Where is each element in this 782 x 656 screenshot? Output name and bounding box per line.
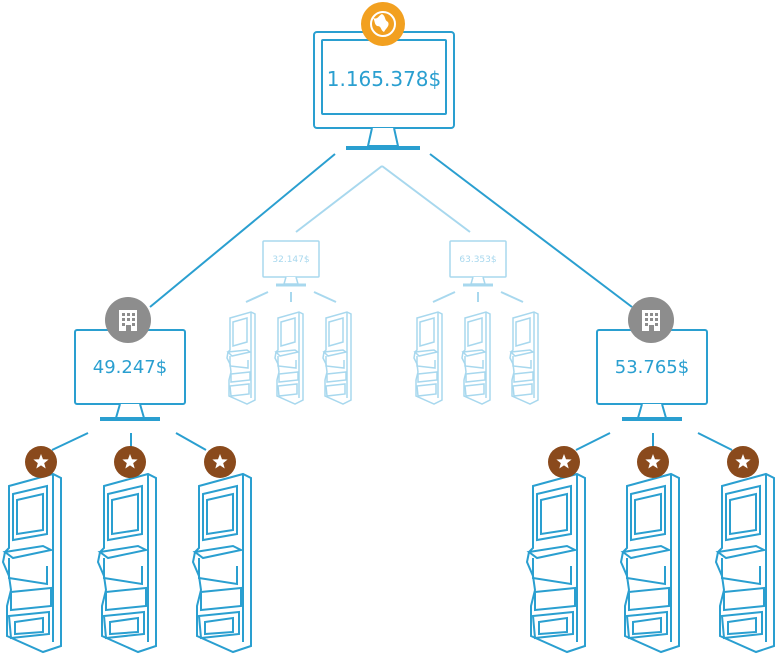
connector-left-slot-1: [51, 432, 89, 451]
star-badge: [727, 446, 759, 478]
star-badge: [114, 446, 146, 478]
faded-connector-lines: [245, 165, 524, 303]
faded-slot-machine: [274, 311, 304, 405]
star-icon: [735, 454, 751, 469]
faded-monitor-a: [262, 240, 320, 287]
connector-lines: [51, 153, 733, 451]
slot-machine: [97, 473, 157, 653]
globe-icon: [370, 11, 396, 37]
faded-connector-b-1: [432, 291, 456, 303]
star-badge: [25, 446, 57, 478]
faded-connector-a-1: [245, 291, 269, 303]
faded-slot-machine: [461, 311, 491, 405]
star-icon: [122, 454, 138, 469]
star-icon: [212, 454, 228, 469]
slot-machine: [715, 473, 775, 653]
faded-connector-root-b: [381, 165, 471, 233]
faded-connector-a-3: [313, 291, 337, 303]
root-monitor-value: 1.165.378$: [327, 67, 442, 91]
star-badge: [204, 446, 236, 478]
connector-root-right: [429, 153, 633, 308]
slot-machines: [2, 473, 775, 653]
faded-slot-machine: [322, 311, 352, 405]
faded-connector-b-3: [500, 291, 524, 303]
star-badges: [25, 446, 759, 478]
site-monitor-left-value: 49.247$: [93, 357, 167, 378]
connector-right-slot-3: [697, 432, 733, 451]
site-monitor-right-value: 53.765$: [615, 357, 689, 378]
faded-slot-machines: [226, 311, 539, 405]
slot-machine: [2, 473, 62, 653]
site-monitor-left: [74, 329, 186, 421]
star-icon: [556, 454, 572, 469]
location-badge-left: [105, 297, 151, 343]
connector-right-slot-1: [575, 432, 611, 451]
star-icon: [33, 454, 49, 469]
building-icon: [642, 310, 660, 331]
star-badge: [548, 446, 580, 478]
faded-slot-machine: [509, 311, 539, 405]
globe-badge: [361, 2, 405, 46]
faded-monitor-a-value: 32.147$: [272, 255, 309, 265]
faded-monitor-b-value: 63.353$: [459, 255, 496, 265]
location-badge-right: [628, 297, 674, 343]
slot-machine: [192, 473, 252, 653]
faded-connector-root-a: [295, 165, 383, 233]
connector-root-left: [149, 153, 336, 308]
star-badge: [637, 446, 669, 478]
star-icon: [645, 454, 661, 469]
slot-machine: [526, 473, 586, 653]
faded-monitor-b: [449, 240, 507, 287]
connector-left-slot-3: [175, 432, 207, 451]
faded-slot-machine: [226, 311, 256, 405]
faded-slot-machine: [413, 311, 443, 405]
building-icon: [119, 310, 137, 331]
slot-machine: [620, 473, 680, 653]
